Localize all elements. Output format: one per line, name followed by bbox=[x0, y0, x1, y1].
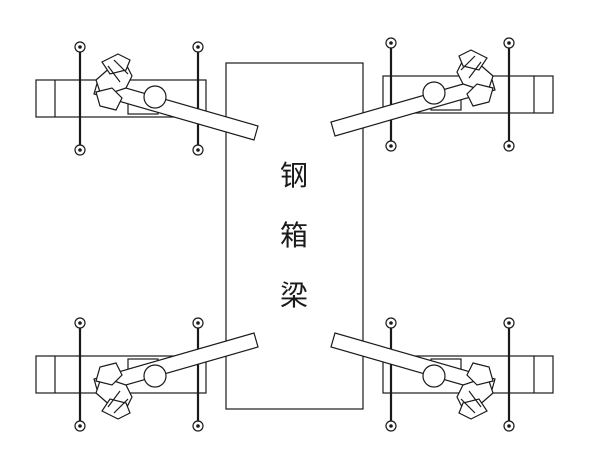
clamp-unit-top-left bbox=[34, 40, 260, 157]
clamp-unit-bottom-right bbox=[329, 316, 555, 433]
clamp-unit-top-right bbox=[329, 36, 555, 153]
girder-label-char-3: 梁 bbox=[280, 279, 308, 312]
girder-label-char-1: 钢 bbox=[280, 159, 308, 192]
girder-label-char-2: 箱 bbox=[280, 219, 308, 252]
clamp-unit-bottom-left bbox=[34, 316, 260, 433]
